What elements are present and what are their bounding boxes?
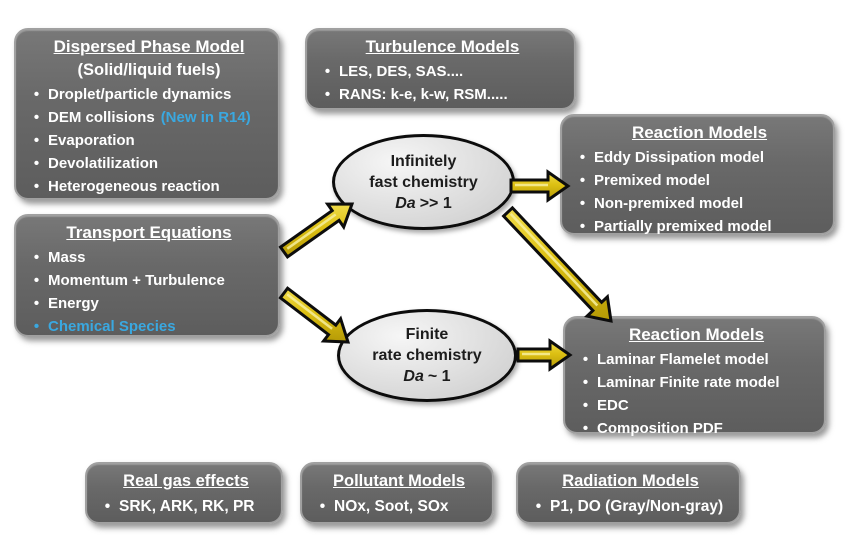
bullet-text: SRK, ARK, RK, PR [119,498,255,515]
list-item: Energy [28,292,270,315]
box-subtitle: (Solid/liquid fuels) [77,61,221,79]
bullet-text: NOx, Soot, SOx [334,498,449,515]
bullet-text: Laminar Finite rate model [597,374,780,391]
list-item: Laminar Finite rate model [577,371,816,394]
bullet-text: LES, DES, SAS.... [339,63,464,80]
ellipse-line2: fast chemistry [369,173,478,191]
list-item: DEM collisions (New in R14) [28,106,270,129]
bullet-text: Droplet/particle dynamics [48,86,232,103]
arrow-transport-to-finite-chemistry [278,286,351,344]
list-item: Evaporation [28,129,270,152]
list-item: Mass [28,246,270,269]
box-pollutant-models: Pollutant Models NOx, Soot, SOx [300,462,494,524]
bullet-list: SRK, ARK, RK, PR [99,495,273,519]
list-item: Non-premixed model [574,192,825,215]
bullet-text: RANS: k-e, k-w, RSM..... [339,86,508,103]
list-item: Laminar Flamelet model [577,348,816,371]
list-item: Heterogeneous reaction [28,175,270,198]
ellipse-line1: Finite [405,326,449,343]
list-item: Momentum + Turbulence [28,269,270,292]
list-item: Droplet/particle dynamics [28,83,270,106]
bullet-list: P1, DO (Gray/Non-gray) [530,495,731,519]
bullet-text: Momentum + Turbulence [48,272,225,289]
bullet-text: Chemical Species [48,318,176,335]
bullet-text: Laminar Flamelet model [597,351,769,368]
da-symbol: Da [403,368,424,385]
box-title: Turbulence Models [365,37,520,56]
da-relation: ~ 1 [427,368,451,385]
list-item: Eddy Dissipation model [574,146,825,169]
box-reaction-models-finite: Reaction Models Laminar Flamelet model L… [563,316,826,437]
damkohler-condition: Da>> 1 [395,193,451,214]
box-title: Dispersed Phase Model [53,37,245,56]
bullet-text: Eddy Dissipation model [594,149,765,166]
box-radiation-models: Radiation Models P1, DO (Gray/Non-gray) [516,462,741,524]
bullet-text: Composition PDF [597,420,723,437]
list-item: P1, DO (Gray/Non-gray) [530,495,731,519]
bullet-text: Heterogeneous reaction [48,178,220,195]
box-title: Reaction Models [628,325,765,344]
ellipse-line1: Infinitely [390,152,457,170]
bullet-text: P1, DO (Gray/Non-gray) [550,498,724,515]
da-relation: >> 1 [419,194,452,212]
bullet-text: DEM collisions [48,109,155,126]
box-title: Reaction Models [631,123,768,142]
ellipse-line2: rate chemistry [372,347,482,364]
bullet-list: LES, DES, SAS.... RANS: k-e, k-w, RSM...… [319,60,566,106]
bullet-text: Devolatilization [48,155,159,172]
list-item: SRK, ARK, RK, PR [99,495,273,519]
list-item: Premixed model [574,169,825,192]
bullet-list: NOx, Soot, SOx [314,495,484,519]
bullet-text: Energy [48,295,99,312]
list-item: NOx, Soot, SOx [314,495,484,519]
da-symbol: Da [395,194,416,212]
ellipse-finite-rate-chemistry: Finite rate chemistry Da~ 1 [337,309,517,402]
box-title: Real gas effects [123,472,249,490]
bullet-text: Non-premixed model [594,195,744,212]
list-item-chemical-species: Chemical Species [28,315,270,338]
list-item: Partially premixed model [574,215,825,238]
list-item: Devolatilization [28,152,270,175]
bullet-text: EDC [597,397,629,414]
list-item: EDC [577,394,816,417]
bullet-list: Droplet/particle dynamics DEM collisions… [28,83,270,198]
ellipse-infinitely-fast-chemistry: Infinitely fast chemistry Da>> 1 [332,134,515,230]
damkohler-condition: Da~ 1 [403,366,450,387]
new-in-r14-note: (New in R14) [160,109,251,126]
box-turbulence-models: Turbulence Models LES, DES, SAS.... RANS… [305,28,576,110]
bullet-text: Partially premixed model [594,218,772,235]
box-transport-equations: Transport Equations Mass Momentum + Turb… [14,214,280,337]
bullet-list: Mass Momentum + Turbulence Energy Chemic… [28,246,270,338]
box-dispersed-phase-model: Dispersed Phase Model (Solid/liquid fuel… [14,28,280,200]
box-title: Radiation Models [562,472,699,490]
box-real-gas-effects: Real gas effects SRK, ARK, RK, PR [85,462,283,524]
arrow-transport-to-fast-chemistry [278,202,355,259]
list-item: RANS: k-e, k-w, RSM..... [319,83,566,106]
box-title: Pollutant Models [333,472,465,490]
list-item: Composition PDF [577,417,816,440]
bullet-list: Eddy Dissipation model Premixed model No… [574,146,825,238]
bullet-list: Laminar Flamelet model Laminar Finite ra… [577,348,816,440]
list-item: LES, DES, SAS.... [319,60,566,83]
bullet-text: Premixed model [594,172,710,189]
bullet-text: Mass [48,249,86,266]
box-reaction-models-fast: Reaction Models Eddy Dissipation model P… [560,114,835,235]
box-title: Transport Equations [66,223,232,242]
bullet-text: Evaporation [48,132,135,149]
